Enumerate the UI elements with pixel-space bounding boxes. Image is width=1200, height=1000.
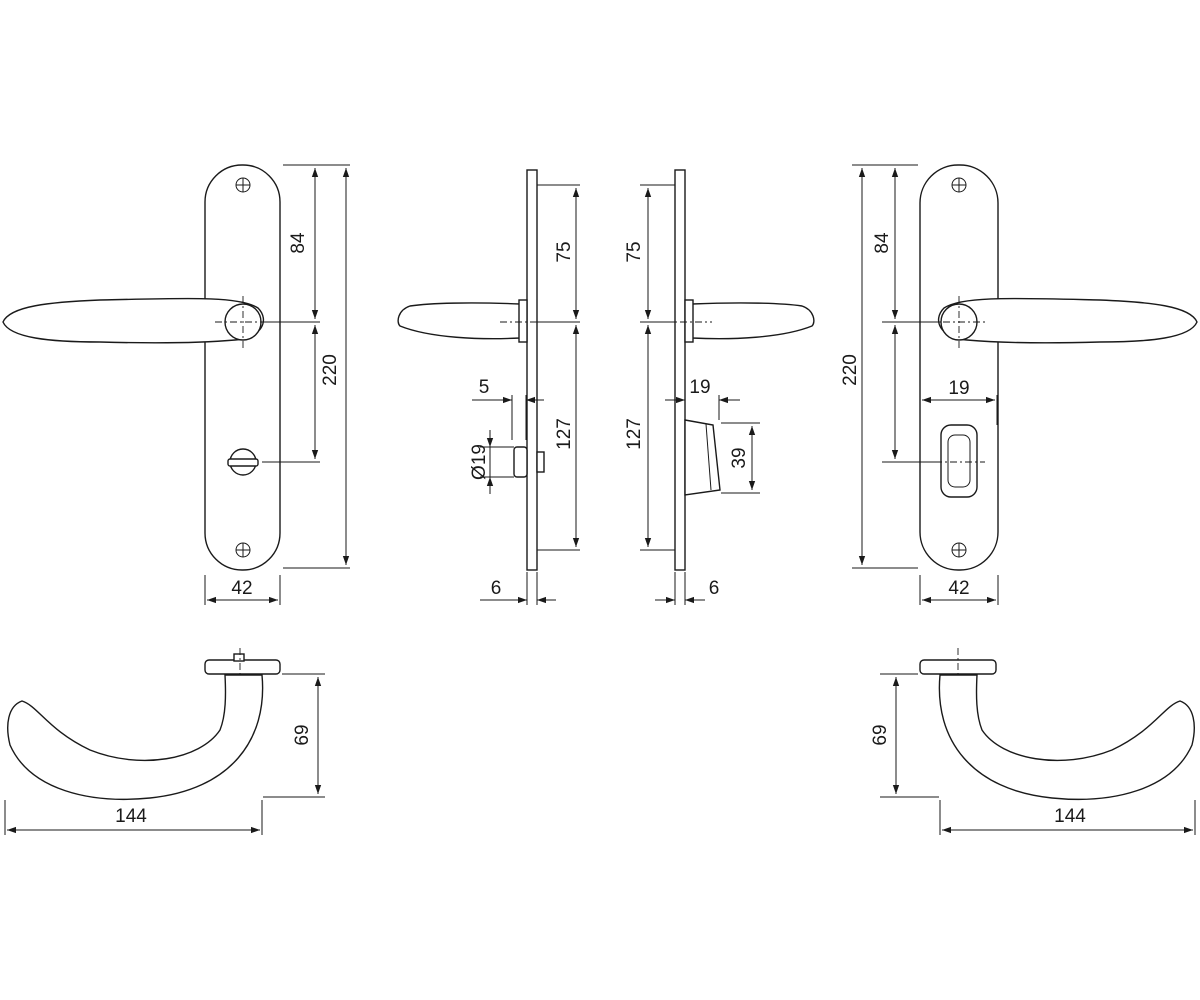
dim-side-right-turn-height: 39 <box>729 447 750 468</box>
thumb-turn-right-icon <box>940 424 978 498</box>
side-view-left: 75 127 5 Ø19 6 <box>397 169 580 605</box>
screw-bottom-right-icon <box>951 542 967 558</box>
dim-side-right-turn-width: 19 <box>689 377 710 398</box>
backplate-edge <box>526 169 538 571</box>
dim-side-left-plate-thickness: 6 <box>491 578 502 599</box>
top-view-right: 69 144 <box>870 648 1196 835</box>
lever-handle-side <box>397 302 521 340</box>
dim-side-right-axis-to-keyhole: 127 <box>624 418 645 450</box>
lever-handle-top <box>7 674 264 801</box>
front-view-left: 84 220 42 <box>2 164 350 605</box>
dim-side-left-cylinder-diameter: Ø19 <box>469 444 490 480</box>
thumb-turn-side <box>513 446 545 478</box>
top-view-left: 69 144 <box>4 648 325 835</box>
front-view-right: 84 220 19 42 <box>840 164 1198 605</box>
thumb-turn-icon <box>227 448 259 476</box>
dim-front-left-top-to-axis: 84 <box>288 232 309 254</box>
backplate-right <box>919 164 999 571</box>
screw-top-icon <box>235 177 251 193</box>
backplate <box>204 164 281 571</box>
dim-side-left-key-offset: 5 <box>479 377 490 398</box>
lever-neck-right <box>684 299 694 343</box>
dim-top-right-lever-length: 144 <box>1054 806 1086 827</box>
dim-side-right-top-to-axis: 75 <box>624 241 645 262</box>
dim-side-left-top-to-axis: 75 <box>554 241 575 262</box>
dim-front-left-total-height: 220 <box>320 354 341 386</box>
lever-neck <box>518 299 528 343</box>
dim-front-right-plate-width: 42 <box>948 578 969 599</box>
screw-bottom-icon <box>235 542 251 558</box>
dim-top-right-projection: 69 <box>870 724 891 745</box>
screw-top-right-icon <box>951 177 967 193</box>
lever-handle-top-right <box>938 674 1195 801</box>
lever-handle-right <box>938 297 1198 344</box>
side-view-right: 75 127 19 39 6 <box>624 169 815 605</box>
dim-front-left-plate-width: 42 <box>231 578 252 599</box>
dim-side-left-axis-to-keyhole: 127 <box>554 418 575 450</box>
rose-top <box>204 659 281 675</box>
lever-handle-side-right <box>691 302 815 340</box>
dim-top-left-lever-length: 144 <box>115 806 147 827</box>
backplate-edge-right <box>674 169 686 571</box>
dim-side-right-plate-thickness: 6 <box>709 578 720 599</box>
dim-front-right-top-to-axis: 84 <box>872 232 893 254</box>
thumb-turn-side-right <box>684 419 721 496</box>
lever-handle <box>2 297 264 344</box>
dim-front-right-turn-width: 19 <box>948 378 969 399</box>
dim-top-left-projection: 69 <box>292 724 313 745</box>
dim-front-right-total-height: 220 <box>840 354 861 386</box>
